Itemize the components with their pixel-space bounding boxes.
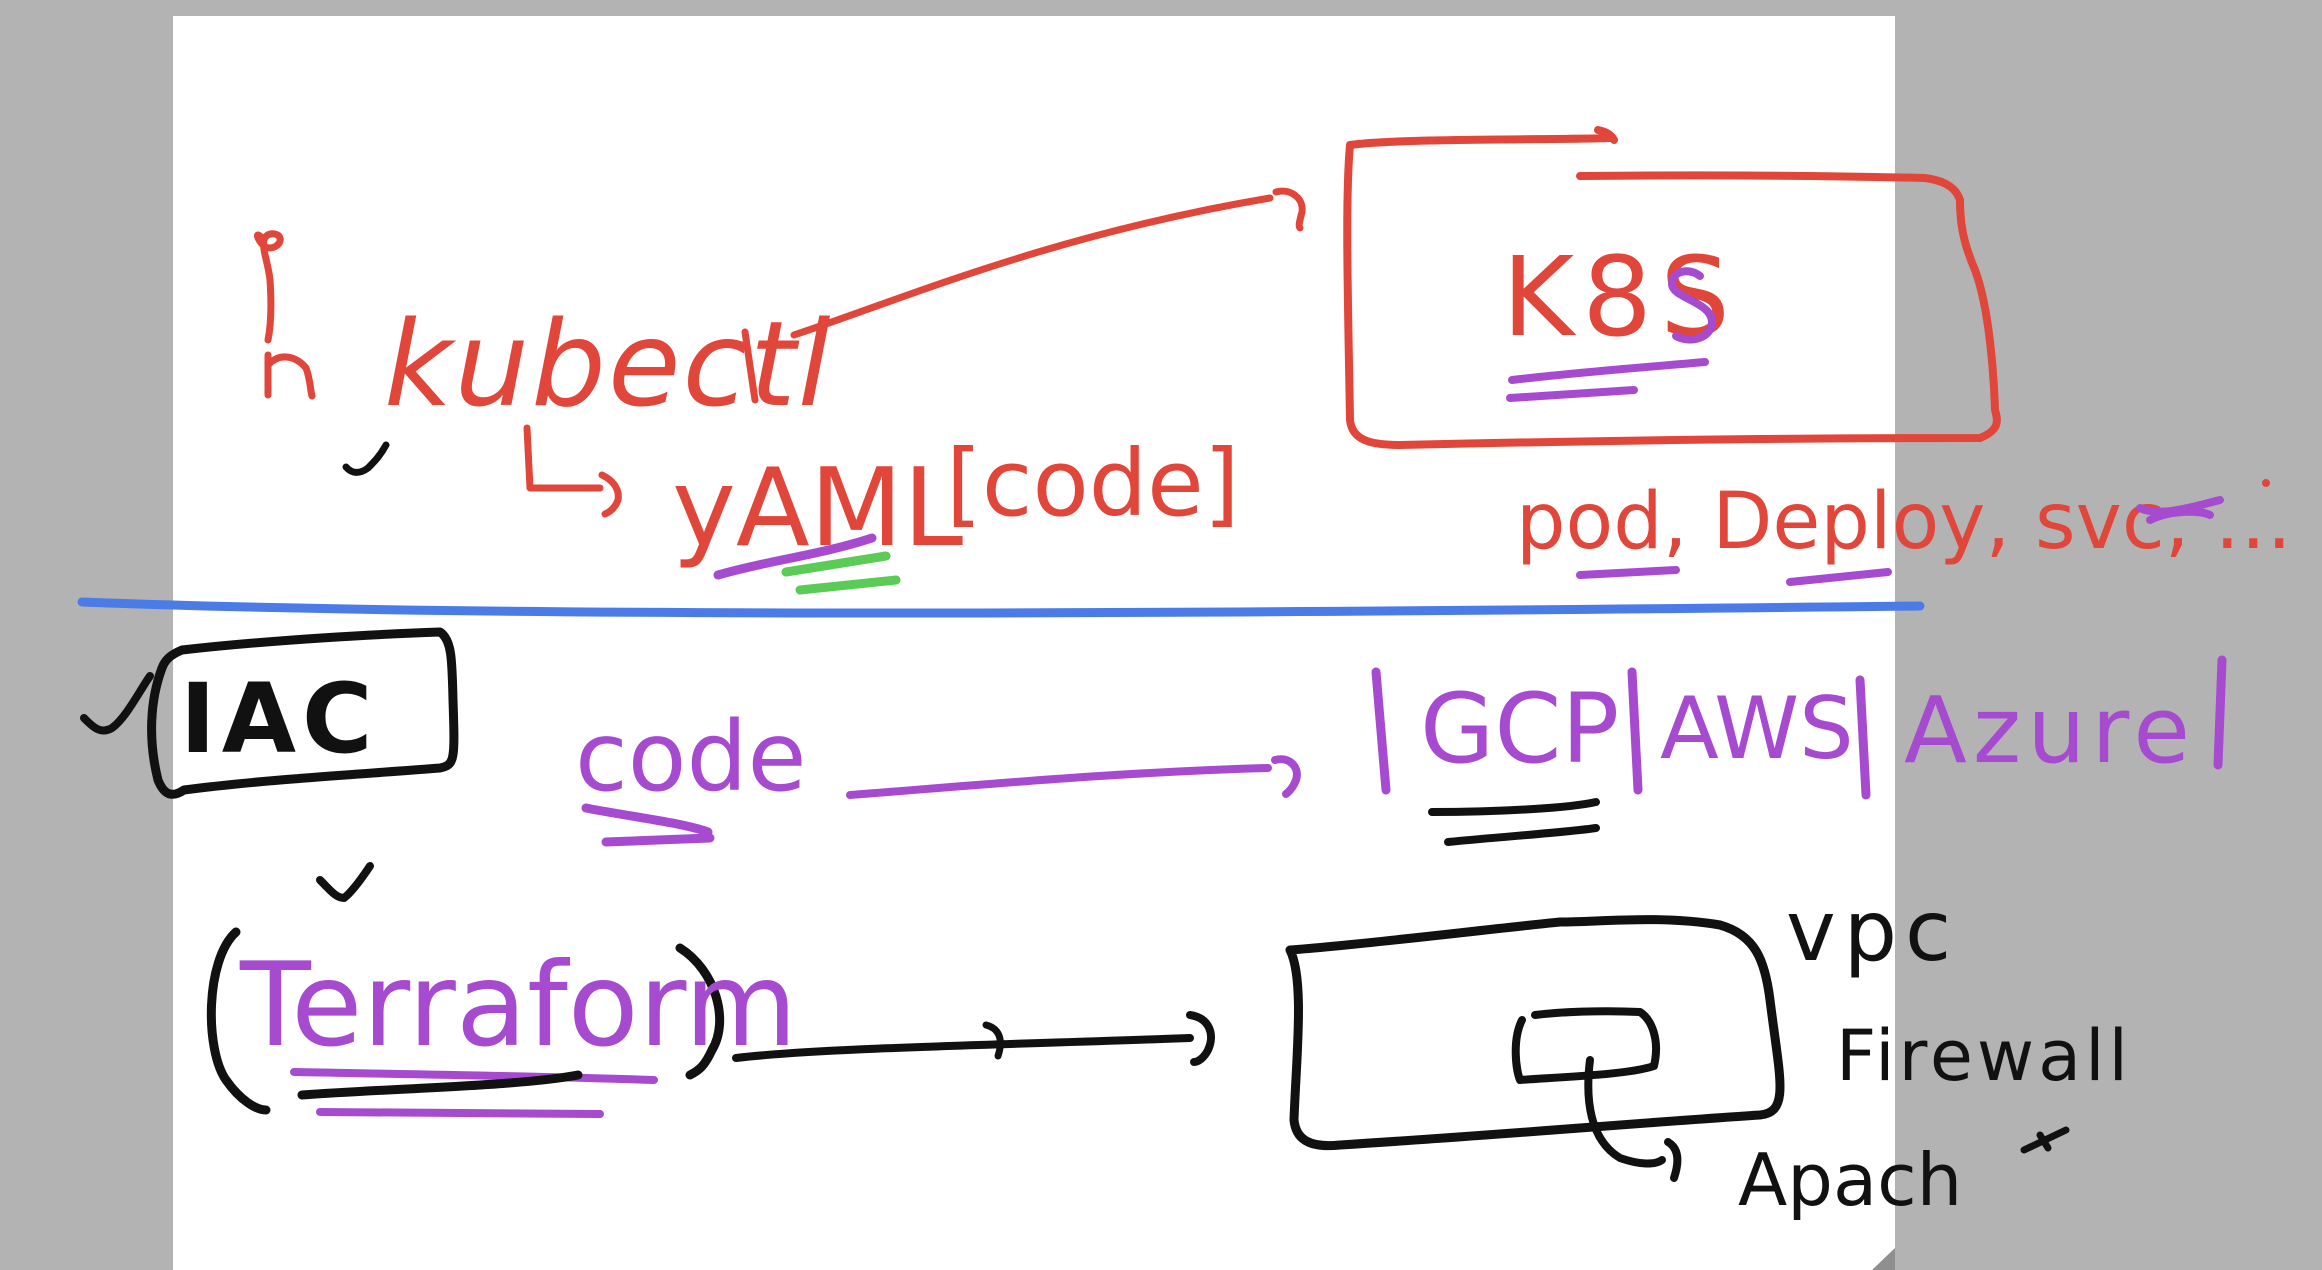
stick-person-icon bbox=[253, 230, 316, 400]
terraform-underline-black bbox=[297, 1070, 583, 1100]
deploy-underline bbox=[1786, 568, 1892, 586]
kubectl-end-stroke bbox=[741, 328, 759, 404]
k8s-underline-1 bbox=[1508, 358, 1709, 384]
cloud-gcp-label: GCP bbox=[1420, 673, 1619, 785]
gcp-underline-2 bbox=[1444, 824, 1600, 846]
kubectl-text: kubectl bbox=[384, 295, 833, 433]
k8s-label: K8S bbox=[1502, 233, 1738, 361]
checkmark-icon bbox=[342, 441, 390, 476]
section-divider bbox=[77, 597, 1925, 618]
iac-code-underline-2 bbox=[601, 833, 715, 847]
k8s-s-overstroke bbox=[1668, 267, 1716, 344]
apache-trailing-mark bbox=[2020, 1126, 2070, 1154]
cloud-azure-label: Azure bbox=[1904, 677, 2196, 784]
iac-box bbox=[147, 627, 459, 799]
terraform-right-paren bbox=[675, 943, 725, 1080]
infra-box bbox=[1285, 915, 1785, 1151]
kubectl-label: kubectl bbox=[384, 295, 833, 433]
cloud-bar-2 bbox=[1627, 667, 1643, 795]
iac-code-underline-1 bbox=[581, 803, 713, 837]
terraform-underline-purple-2 bbox=[316, 1108, 604, 1118]
apache-label: Apach bbox=[1738, 1138, 1962, 1222]
page-corner-fold bbox=[1872, 1248, 1895, 1270]
gcp-underline-1 bbox=[1428, 798, 1600, 816]
kubectl-to-k8s-arrowhead bbox=[1272, 187, 1306, 232]
vpc-label: vpc bbox=[1786, 882, 1959, 980]
yaml-underline-green-1 bbox=[781, 551, 891, 577]
terraform-left-paren bbox=[206, 927, 271, 1115]
k8s-underline-2 bbox=[1506, 386, 1638, 402]
branch-arrow bbox=[523, 424, 622, 518]
whiteboard-page bbox=[173, 16, 1895, 1270]
cloud-bar-3 bbox=[1855, 675, 1871, 800]
k8s-box-top bbox=[1346, 126, 1618, 149]
checkmark-iac-icon bbox=[80, 672, 154, 735]
yaml-code-label: [code] bbox=[946, 430, 1240, 537]
infra-apache-arrow bbox=[1584, 1056, 1682, 1182]
trailing-dot bbox=[2262, 479, 2270, 487]
terraform-underline-purple-1 bbox=[290, 1068, 658, 1084]
firewall-label: Firewall bbox=[1836, 1015, 2132, 1097]
terraform-label: Terraform bbox=[239, 938, 797, 1073]
resources-scribble bbox=[2136, 496, 2224, 524]
iac-label: IAC bbox=[180, 663, 378, 775]
yaml-underline-green-2 bbox=[795, 575, 901, 595]
iac-code-label: code bbox=[575, 701, 807, 813]
cloud-aws-label: AWS bbox=[1660, 679, 1854, 779]
infra-inner-box bbox=[1511, 1007, 1661, 1084]
k8s-box bbox=[1343, 141, 2001, 449]
k8s-resources-label: pod, Deploy, svc, … bbox=[1516, 477, 2292, 567]
terraform-to-infra-arrow bbox=[732, 1034, 1194, 1062]
code-to-cloud-arrowhead bbox=[1271, 755, 1301, 798]
yaml-underline-purple bbox=[713, 533, 877, 580]
terraform-to-infra-arrowhead bbox=[1186, 1011, 1215, 1066]
cloud-bar-1 bbox=[1371, 667, 1391, 795]
checkmark-terraform-icon bbox=[316, 862, 374, 902]
cloud-bar-4 bbox=[2213, 655, 2227, 770]
code-to-cloud-arrow bbox=[846, 764, 1272, 799]
arrow-mid-tick bbox=[982, 1021, 1004, 1060]
kubectl-to-k8s-arrow bbox=[790, 194, 1274, 339]
pod-underline bbox=[1576, 566, 1680, 579]
